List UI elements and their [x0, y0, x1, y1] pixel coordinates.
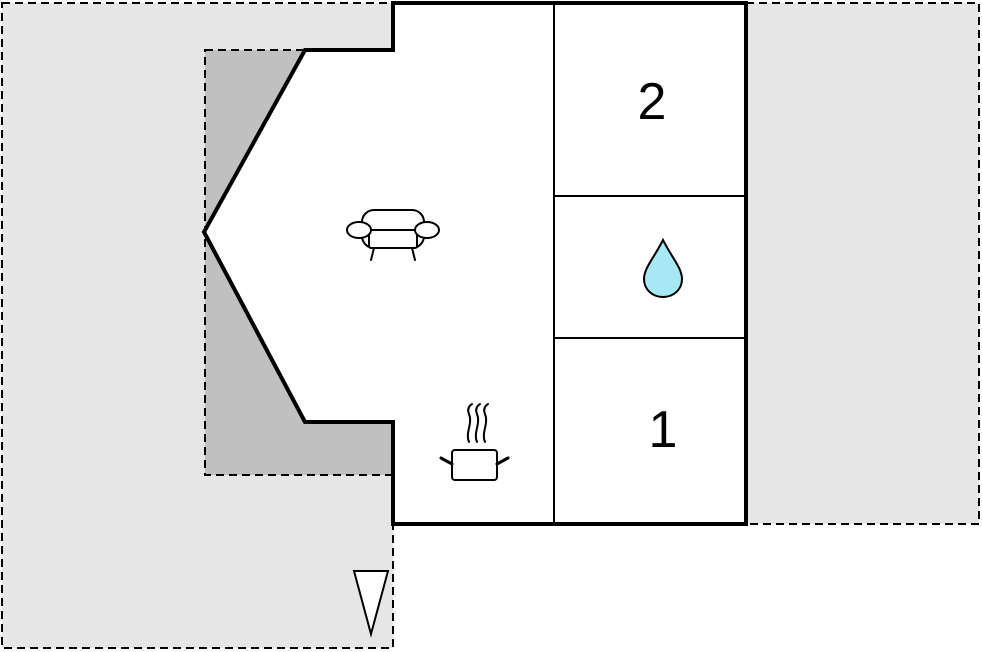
cooking-pot-icon — [439, 403, 510, 481]
bedroom-1-label: 1 — [649, 401, 678, 459]
sofa-icon — [346, 209, 440, 261]
right-terrace — [745, 2, 980, 525]
water-drop-icon — [642, 237, 684, 299]
bedroom-2-label: 2 — [638, 73, 667, 131]
entrance-triangle-icon — [352, 570, 390, 638]
exterior-walls — [201, 1, 748, 526]
house-floor — [204, 3, 746, 524]
